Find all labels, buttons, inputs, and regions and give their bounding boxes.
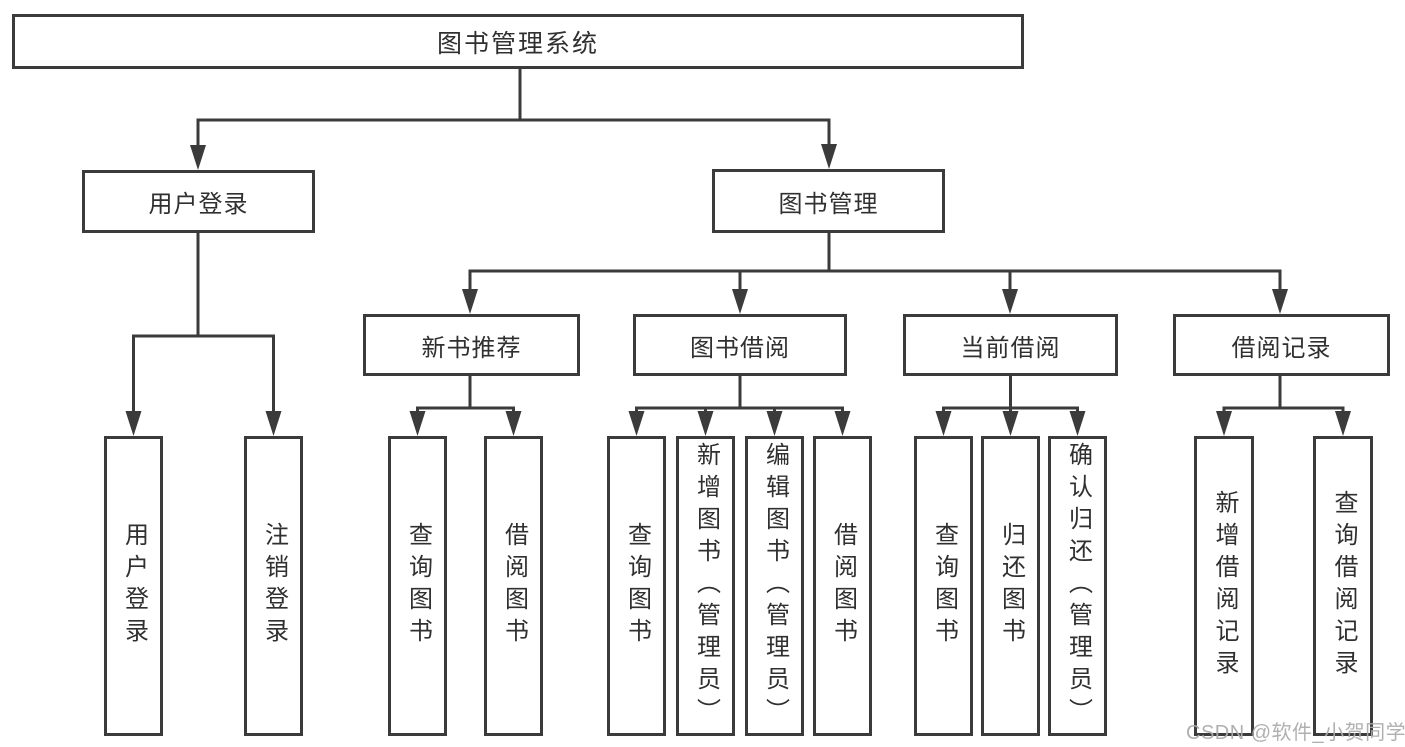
node-new-book-recommend-label: 新书推荐 <box>421 334 522 362</box>
leaf-newbook-query-books: 查询图书 <box>388 436 447 736</box>
node-book-management: 图书管理 <box>712 169 945 233</box>
leaf-add-borrow-record: 新增借阅记录 <box>1194 436 1254 736</box>
arrowheads <box>125 144 1351 436</box>
leaf-add-books-admin-label: 新增图书（管理员） <box>692 442 720 730</box>
leaf-confirm-return-admin: 确认归还（管理员） <box>1048 436 1107 736</box>
leaf-query-borrow-record: 查询借阅记录 <box>1313 436 1373 736</box>
leaf-current-query-books-label: 查询图书 <box>930 522 958 650</box>
node-book-management-label: 图书管理 <box>778 190 879 218</box>
node-root-label: 图书管理系统 <box>436 29 599 58</box>
leaf-newbook-query-books-label: 查询图书 <box>404 522 432 650</box>
connector-root-to-level2 <box>196 69 831 147</box>
leaf-return-books-label: 归还图书 <box>997 522 1025 650</box>
leaf-return-books: 归还图书 <box>981 436 1040 736</box>
leaf-logout: 注销登录 <box>244 436 303 736</box>
leaf-edit-books-admin: 编辑图书（管理员） <box>745 436 804 736</box>
leaf-borrow-books: 借阅图书 <box>813 436 872 736</box>
connector-newbook-children <box>416 376 515 413</box>
leaf-borrow-query-books-label: 查询图书 <box>623 522 651 650</box>
connector-bookborrow-children <box>635 376 844 413</box>
node-book-borrow: 图书借阅 <box>633 314 847 376</box>
node-book-borrow-label: 图书借阅 <box>690 334 790 362</box>
node-root: 图书管理系统 <box>12 14 1024 69</box>
leaf-confirm-return-admin-label: 确认归还（管理员） <box>1064 442 1092 730</box>
node-current-borrow: 当前借阅 <box>903 314 1118 376</box>
node-new-book-recommend: 新书推荐 <box>363 314 580 376</box>
leaf-newbook-borrow-books: 借阅图书 <box>484 436 543 736</box>
node-current-borrow-label: 当前借阅 <box>960 334 1061 362</box>
node-borrow-record-label: 借阅记录 <box>1231 334 1332 362</box>
node-user-login-label: 用户登录 <box>148 191 249 218</box>
connector-bookmgmt-children <box>468 233 1282 289</box>
csdn-watermark: CSDN @软件_小贺同学 <box>1186 722 1405 744</box>
leaf-user-login-label: 用户登录 <box>120 522 148 650</box>
leaf-user-login: 用户登录 <box>104 436 163 736</box>
leaf-newbook-borrow-books-label: 借阅图书 <box>500 522 528 650</box>
connector-borrowrecord-children <box>1222 376 1345 413</box>
leaf-borrow-query-books: 查询图书 <box>607 436 666 736</box>
connector-currentborrow-children <box>942 376 1079 413</box>
leaf-query-borrow-record-label: 查询借阅记录 <box>1330 490 1357 682</box>
node-user-login: 用户登录 <box>82 170 315 233</box>
leaf-add-books-admin: 新增图书（管理员） <box>676 436 735 736</box>
leaf-borrow-books-label: 借阅图书 <box>829 522 857 650</box>
leaf-edit-books-admin-label: 编辑图书（管理员） <box>761 442 789 730</box>
leaf-current-query-books: 查询图书 <box>914 436 973 736</box>
leaf-logout-label: 注销登录 <box>260 522 288 650</box>
node-borrow-record: 借阅记录 <box>1173 314 1390 376</box>
leaf-add-borrow-record-label: 新增借阅记录 <box>1211 490 1238 682</box>
connector-userlogin-children <box>132 233 275 413</box>
